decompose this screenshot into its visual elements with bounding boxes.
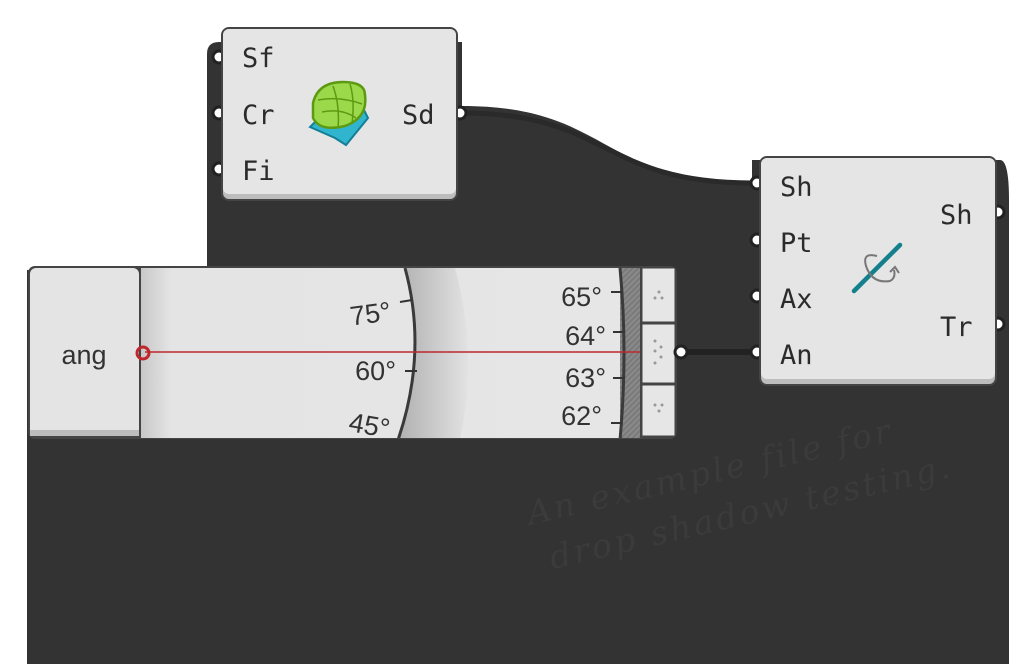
surface-split-icon <box>308 80 370 147</box>
dial-tick-label: 60° <box>355 356 396 386</box>
dial-tick-label: 62° <box>561 401 602 431</box>
output-label-sd: Sd <box>402 100 435 131</box>
wire-sd-to-sh <box>461 110 753 186</box>
input-label-fi: Fi <box>242 156 275 187</box>
input-label-sh: Sh <box>780 172 813 203</box>
rotate-axis-icon <box>851 242 903 294</box>
input-label-an: An <box>780 340 813 371</box>
slider-drag-button[interactable] <box>641 323 676 384</box>
output-label-sh: Sh <box>940 200 973 231</box>
number-slider[interactable]: ang 75° 60° 45° 65° 64° 63° 62° <box>28 266 689 444</box>
output-label-tr: Tr <box>940 312 973 343</box>
dial-tick-label: 75° <box>348 296 393 331</box>
value-marker-handle[interactable] <box>135 345 151 361</box>
surface-component[interactable]: Sf Cr Fi Sd <box>211 27 468 201</box>
output-grip-slider[interactable] <box>673 344 689 360</box>
slider-decrement-button[interactable] <box>641 384 676 437</box>
angle-dial[interactable]: 75° 60° 45° 65° 64° 63° 62° <box>141 268 640 444</box>
rotate-component[interactable]: Sh Pt Ax An Sh Tr <box>749 156 1006 386</box>
dial-tick-label: 65° <box>561 282 602 312</box>
dial-tick-label: 63° <box>565 363 606 393</box>
input-label-pt: Pt <box>780 228 813 259</box>
input-label-cr: Cr <box>242 100 275 131</box>
slider-label: ang <box>61 340 106 370</box>
dial-tick-label: 64° <box>565 321 606 351</box>
input-label-sf: Sf <box>242 43 275 74</box>
dial-tick-label: 45° <box>347 407 392 444</box>
input-label-ax: Ax <box>780 284 813 315</box>
slider-increment-button[interactable] <box>641 267 676 323</box>
